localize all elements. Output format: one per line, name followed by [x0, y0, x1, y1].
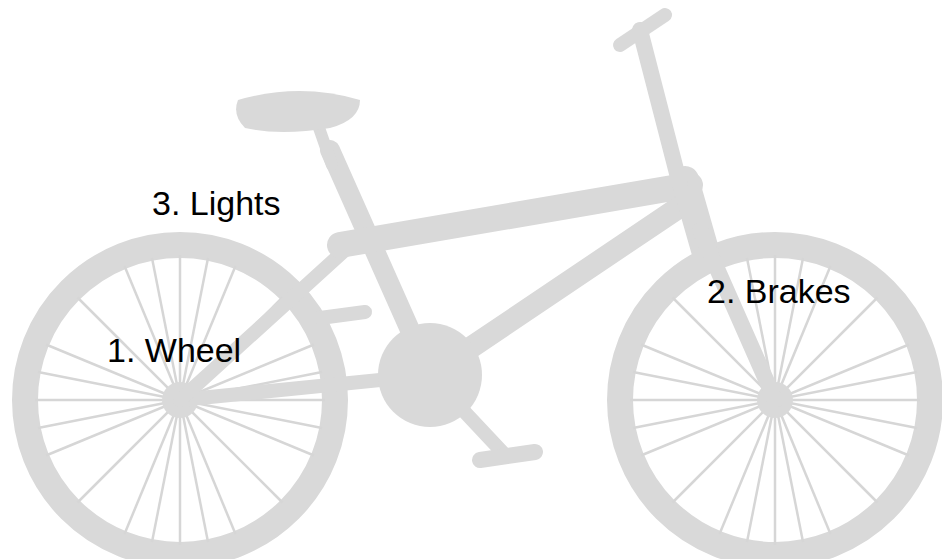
chainring: [378, 323, 482, 427]
saddle: [236, 91, 360, 132]
part-label: 3. Lights: [152, 186, 281, 220]
bike-frame: [180, 15, 775, 460]
part-label: 1. Wheel: [107, 333, 241, 367]
part-label: 2. Brakes: [707, 274, 851, 308]
